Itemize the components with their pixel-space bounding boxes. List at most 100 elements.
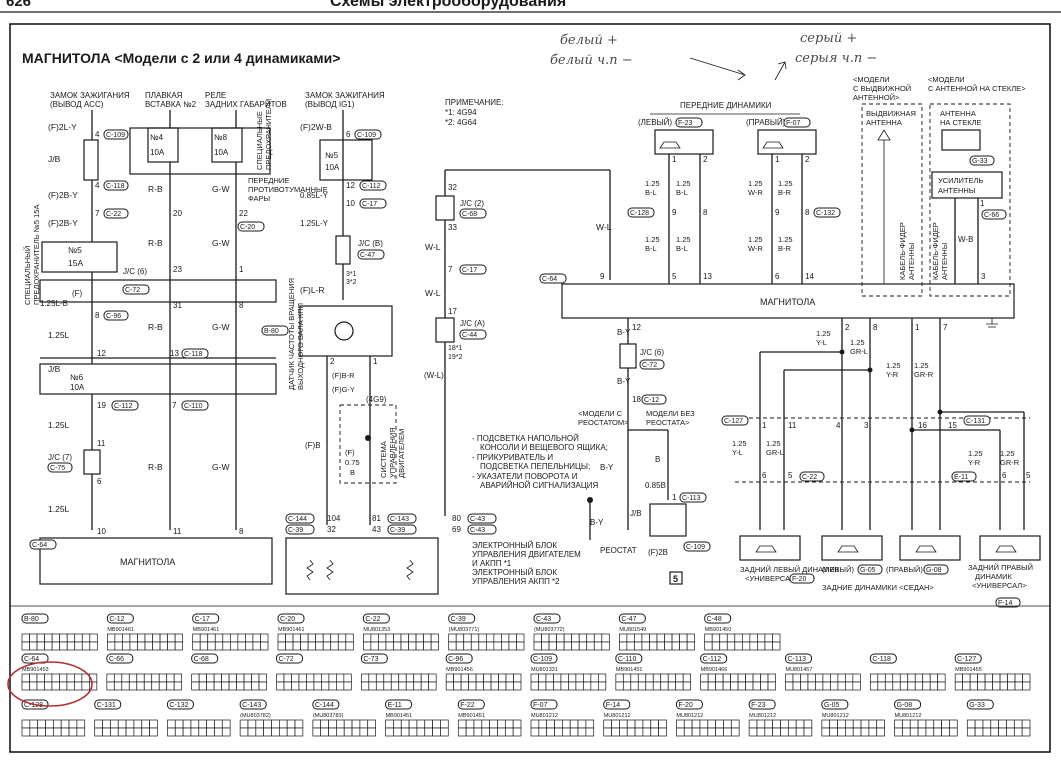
legend-pin-cell	[239, 727, 249, 737]
legend-pin-cell	[902, 719, 911, 729]
connector-c110	[181, 400, 209, 411]
rear-left-label-1: ЗАДНИЙ ЛЕВЫЙ ДИНАМИК	[740, 565, 840, 574]
label-engine-1: СИСТЕМА	[379, 441, 388, 478]
legend-pin-cell	[94, 727, 103, 737]
legend-pin-cell	[473, 727, 483, 737]
legend-pin-cell	[470, 633, 480, 643]
legend-tag-label: C-143	[242, 702, 261, 709]
legend-pin-cell	[152, 633, 161, 643]
jcb-block	[335, 235, 351, 265]
legend-pin-cell	[228, 673, 237, 683]
legend-pin-cell	[618, 633, 628, 643]
legend-pin-cell	[360, 681, 370, 691]
legend-pin-cell	[917, 727, 927, 737]
legend-pin-cell	[586, 633, 595, 643]
legend-pin-cell	[174, 719, 184, 729]
connector-c22	[103, 208, 129, 219]
legend-pin-cell	[336, 673, 345, 683]
legend-pin-cell	[307, 641, 317, 651]
legend-pin-cell	[207, 641, 216, 651]
legend-tag	[192, 613, 220, 624]
legend-pin-cell	[686, 641, 696, 651]
connector-c64-left	[29, 539, 57, 550]
fr-wr2: W-R	[748, 244, 763, 253]
wire-label-acc: (F)2L-Y	[48, 122, 77, 132]
legend-pin-cell	[192, 633, 201, 643]
legend-pin-cell	[749, 641, 758, 651]
connector-f14-label: F-14	[998, 600, 1013, 607]
legend-pin-cell	[198, 727, 207, 737]
legend-pin-cell	[74, 681, 83, 691]
pin-fl-8: 8	[703, 208, 708, 217]
legend-pin-cell	[106, 673, 115, 683]
legend-part-number: MB901456	[446, 667, 473, 673]
legend-pin-cell	[493, 633, 502, 643]
legend-pin-cell	[892, 673, 901, 683]
wire-label-wl1: W-L	[425, 242, 441, 252]
pin-fr-8: 8	[805, 208, 810, 217]
legend-pin-cell	[512, 727, 522, 737]
diagram-frame	[9, 23, 1051, 753]
legend-pin-cell	[81, 641, 91, 651]
legend-pin-cell	[400, 633, 409, 643]
legend-pin-cell	[513, 673, 522, 683]
wire-label-flb: (F)L-R	[300, 285, 325, 295]
pin-rear-r5: 5	[1026, 471, 1031, 480]
legend-pin-cell	[686, 633, 696, 643]
legend-tag	[277, 613, 305, 624]
legend-tag	[603, 699, 631, 710]
fr-125c: 1.25	[748, 235, 763, 244]
connector-c109b-label: C-109	[357, 132, 376, 139]
legend-tag	[615, 653, 643, 664]
legend-pin-cell	[568, 681, 577, 691]
legend-pin-cell	[772, 633, 781, 643]
legend-pin-cell	[76, 719, 86, 729]
legend-pin-cell	[490, 681, 499, 691]
legend-tag	[954, 653, 982, 664]
wire-label-ig3: 1.25L-Y	[300, 219, 329, 228]
legend-pin-cell	[222, 633, 231, 643]
note-line-1: *1: 4G94	[445, 108, 477, 117]
pin-12a: 12	[97, 349, 106, 358]
wire-label-by4: B-Y	[590, 518, 604, 527]
legend-pin-cell	[74, 633, 83, 643]
note-title: ПРИМЕЧАНИЕ:	[445, 98, 504, 107]
legend-pin-cell	[81, 633, 91, 643]
legend-pin-cell	[408, 719, 418, 729]
legend-pin-cell	[675, 681, 684, 691]
legend-pin-cell	[53, 719, 62, 729]
pin-rear-15: 15	[948, 421, 957, 430]
legend-pin-cell	[113, 673, 123, 683]
legend-tag-label: C-96	[448, 656, 463, 663]
label-speed-sensor-1: ДАТЧИК ЧАСТОТЫ ВРАЩЕНИЯ	[287, 278, 296, 390]
legend-pin-cell	[807, 673, 816, 683]
legend-pin-cell	[252, 641, 261, 651]
legend-pin-cell	[328, 719, 337, 729]
connector-c72	[122, 284, 150, 295]
legend-pin-cell	[715, 719, 724, 729]
legend-pin-cell	[737, 673, 746, 683]
legend-pin-cell	[76, 727, 86, 737]
legend-pin-cell	[730, 719, 740, 729]
legend-pin-cell	[830, 673, 839, 683]
pin-18a: 18	[632, 395, 641, 404]
legend-pin-cell	[1006, 719, 1015, 729]
connector-c128	[627, 207, 655, 218]
legend-pin-cell	[59, 641, 68, 651]
legend-pin-cell	[485, 633, 495, 643]
legend-pin-cell	[321, 681, 330, 691]
legend-pin-cell	[141, 727, 150, 737]
connector-c17b	[459, 264, 487, 275]
legend-pin-cell	[453, 681, 462, 691]
legend-pin-cell	[330, 633, 339, 643]
legend-pin-cell	[137, 641, 146, 651]
legend-pin-cell	[322, 633, 332, 643]
connector-f07	[783, 117, 811, 128]
legend-pin-cell	[707, 681, 716, 691]
legend-tag	[785, 653, 812, 664]
legend-pin-cell	[408, 633, 417, 643]
legend-pin-cell	[597, 681, 607, 691]
legend-pin-cell	[683, 727, 693, 737]
legend-pin-cell	[276, 681, 285, 691]
connector-c39b-label: C-39	[390, 527, 405, 534]
